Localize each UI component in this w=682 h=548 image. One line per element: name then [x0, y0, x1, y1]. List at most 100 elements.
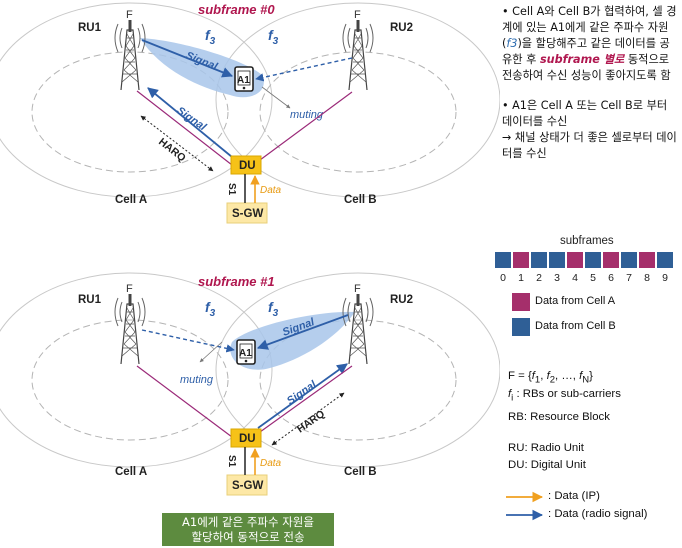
- fronthaul-ru1: [136, 90, 233, 166]
- summary-banner: A1에게 같은 주파수 자원을 할당하여 동적으로 전송: [162, 513, 334, 546]
- cell-b-label: Cell B: [344, 194, 377, 206]
- banner-line2: 할당하여 동적으로 전송: [191, 530, 305, 544]
- def-du: DU: Digital Unit: [508, 459, 586, 471]
- ru1-antenna-f-bottom: F: [126, 283, 133, 295]
- subframe-cell-0: [494, 251, 512, 269]
- description-notes: • Cell A와 Cell B가 협력하여, 셀 경계에 있는 A1에게 같은…: [502, 4, 680, 171]
- note1-text-c: 동적으로 전송하여 수신 성능이 좋아지도록 함: [502, 53, 671, 82]
- subframe-cell-9: [656, 251, 674, 269]
- legend-swatch-cell-a: [512, 293, 530, 311]
- ru2-antenna-f: F: [354, 9, 361, 21]
- note1-text-a: • Cell A와 Cell B가 협력하여, 셀 경계에 있는 A1에게 같은…: [502, 5, 677, 50]
- subframe-index-4: 4: [572, 272, 578, 284]
- signal-arrow-a1-bottom: [256, 314, 349, 350]
- beam-cell-a: [140, 38, 264, 98]
- muted-signal-arrow-bottom: [141, 329, 235, 353]
- subframe-strip: [494, 251, 674, 269]
- cell-a-label-bottom: Cell A: [115, 466, 147, 478]
- cell-b-label-bottom: Cell B: [344, 466, 377, 478]
- note2-line1: • A1은 Cell A 또는 Cell B로 부터 데이터를 수신: [502, 99, 668, 128]
- subframe-index-8: 8: [644, 272, 650, 284]
- ru1-label-bottom: RU1: [78, 294, 102, 306]
- subframe-index-7: 7: [626, 272, 632, 284]
- du-box: [230, 155, 262, 175]
- s1-label: S1: [226, 183, 237, 196]
- muting-label-bottom: muting: [180, 374, 214, 386]
- f3-label-right-bottom: f3: [268, 299, 279, 319]
- ru1-antenna-f: F: [126, 9, 133, 21]
- signal-arrow-a1: [141, 39, 234, 78]
- sgw-label: S-GW: [232, 208, 263, 220]
- sgw-box-bottom: [226, 474, 268, 496]
- ru2-label-bottom: RU2: [390, 294, 413, 306]
- cell-a-label: Cell A: [115, 194, 147, 206]
- ru1-label: RU1: [78, 22, 102, 34]
- legend-data-ip: : Data (IP): [548, 490, 600, 502]
- legend-label-cell-b: Data from Cell B: [535, 320, 616, 332]
- subframes-title: subframes: [560, 235, 614, 247]
- du-label-bottom: DU: [239, 433, 256, 445]
- subframe-cell-2: [530, 251, 548, 269]
- note1-text-b: )을 할당해주고 같은 데이터를 공유한 후: [502, 37, 670, 66]
- subframe-index-3: 3: [554, 272, 560, 284]
- def-ru: RU: Radio Unit: [508, 442, 584, 454]
- cell-diagram: F F RU1 RU2 subframe #0 f3 f3 Signal A1 …: [0, 2, 500, 496]
- subframe-cell-5: [584, 251, 602, 269]
- subframe-title: subframe #0: [198, 2, 275, 17]
- note1-highlight: subframe 별로: [540, 53, 625, 66]
- ru1-tower-icon-bottom: [114, 293, 146, 365]
- subframe-index-6: 6: [608, 272, 614, 284]
- note2-line2: → 채널 상태가 더 좋은 셀로부터 데이터를 수신: [502, 131, 677, 160]
- def-fi-label: : RBs or sub-carriers: [516, 388, 621, 400]
- fronthaul-ru1-bottom: [136, 365, 233, 438]
- ru2-antenna-f-bottom: F: [354, 283, 361, 295]
- harq-arrow: [140, 115, 214, 172]
- banner-line1: A1에게 같은 주파수 자원을: [182, 515, 314, 529]
- subframe-cell-1: [512, 251, 530, 269]
- subframe-index-5: 5: [590, 272, 596, 284]
- sgw-label-bottom: S-GW: [232, 480, 263, 492]
- s1-label-bottom: S1: [226, 455, 237, 468]
- note-bullet-1: • Cell A와 Cell B가 협력하여, 셀 경계에 있는 A1에게 같은…: [502, 4, 680, 84]
- du-label: DU: [239, 160, 256, 172]
- f3-label-right: f3: [268, 27, 279, 47]
- ru1-tower-icon: [114, 19, 146, 91]
- a1-label-bottom: A1: [239, 348, 252, 359]
- legend-label-cell-a: Data from Cell A: [535, 295, 616, 307]
- subframe-cell-3: [548, 251, 566, 269]
- legend-swatch-cell-b: [512, 318, 530, 336]
- top-panel: F F RU1 RU2 subframe #0 f3 f3 Signal A1 …: [0, 2, 500, 224]
- def-rb: RB: Resource Block: [508, 411, 610, 423]
- harq-label-bottom: HARQ: [295, 408, 327, 436]
- def-frequency-set: F = {f1, f2, …, fN}: [508, 370, 593, 386]
- muted-signal-arrow: [255, 57, 353, 82]
- legend-data-radio: : Data (radio signal): [548, 508, 648, 520]
- f3-label-left: f3: [205, 27, 216, 47]
- subframe-index-0: 0: [500, 272, 506, 284]
- fronthaul-ru2: [259, 91, 353, 161]
- fronthaul-ru2-bottom: [259, 365, 353, 433]
- muting-pointer-bottom: [199, 341, 223, 363]
- data-label: Data: [260, 185, 282, 196]
- muting-label: muting: [290, 109, 324, 121]
- ru2-tower-icon-bottom: [342, 293, 374, 365]
- harq-label: HARQ: [156, 136, 188, 164]
- ru2-label: RU2: [390, 22, 413, 34]
- subframe-title-bottom: subframe #1: [198, 274, 275, 289]
- subframe-cell-8: [638, 251, 656, 269]
- signal-label-2: Signal: [174, 105, 209, 134]
- subframe-cell-6: [602, 251, 620, 269]
- data-label-bottom: Data: [260, 458, 282, 469]
- subframe-index-1: 1: [518, 272, 524, 284]
- note-bullet-2: • A1은 Cell A 또는 Cell B로 부터 데이터를 수신 → 채널 상…: [502, 98, 680, 162]
- sgw-box: [226, 202, 268, 224]
- muting-pointer: [261, 86, 291, 109]
- a1-label: A1: [237, 75, 250, 86]
- def-fi: fi : RBs or sub-carriers: [508, 388, 621, 404]
- bottom-panel: F F RU1 RU2 subframe #1 f3 f3 Signal A1 …: [0, 272, 500, 496]
- du-box-bottom: [230, 428, 262, 448]
- subframe-cell-4: [566, 251, 584, 269]
- subframe-index-9: 9: [662, 272, 668, 284]
